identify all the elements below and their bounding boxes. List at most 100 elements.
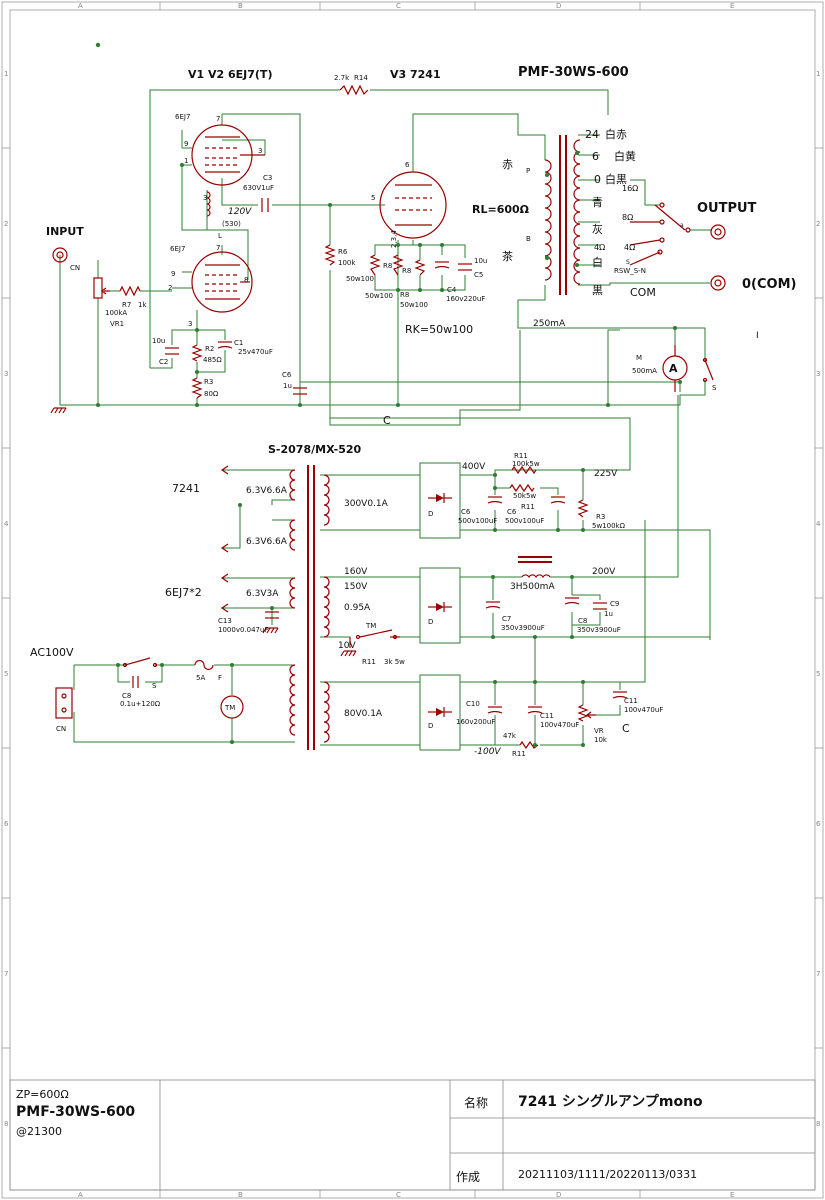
rect-d3-label: D [428, 722, 433, 730]
v2-pin9: 9 [171, 270, 175, 278]
r11c-value: 3k 5w [384, 658, 405, 666]
vr1-value: 100kA [105, 309, 127, 317]
resistor-r3 [191, 377, 203, 399]
output-jack[interactable] [710, 224, 726, 240]
r11b-label: R11 [521, 503, 535, 511]
com-jack[interactable] [710, 275, 726, 291]
c4-value: 160v220uF [446, 295, 485, 303]
current-250ma: 250mA [533, 319, 566, 329]
c5-label: C5 [474, 271, 483, 279]
capacitor-c10 [487, 706, 503, 714]
primary-red: 赤 [502, 158, 513, 171]
tap-white-red: 白赤 [605, 127, 627, 141]
c11a-value: 100v470uF [540, 721, 579, 729]
sec-gray: 灰 [592, 222, 603, 236]
ohm-4-b: 4Ω [624, 243, 635, 252]
r2-label: R2 [205, 345, 214, 353]
zp-label: ZP=600Ω [16, 1088, 69, 1101]
v2-pin7: 7 [216, 244, 220, 252]
v3-pin6: 6 [405, 161, 410, 169]
capacitor-c1 [217, 341, 233, 349]
vr-value: 10k [594, 736, 608, 744]
meter-a: A [669, 362, 678, 375]
r8b-label: R8 [402, 267, 411, 275]
ac-title: AC100V [30, 646, 74, 659]
meter-switch-s: S [712, 384, 717, 392]
heater-arrow [220, 465, 229, 475]
junction-dots [95, 42, 682, 747]
frame-col-d: D [556, 2, 561, 10]
sec-10v: 10V [338, 641, 356, 651]
v200-label: 200V [592, 567, 616, 577]
amp-wiring [59, 89, 712, 426]
choke-label: 3H500mA [510, 582, 555, 592]
v3-title: V3 7241 [390, 68, 441, 81]
sec-black: 黒 [592, 284, 603, 297]
c3-label: C3 [263, 174, 272, 182]
r3-value: 80Ω [204, 390, 219, 398]
v1-pin3: 3 [258, 147, 262, 155]
psu-wiring [73, 395, 711, 746]
r3-psu-label: R3 [596, 513, 605, 521]
meter-m: M [636, 354, 642, 362]
v400-label: 400V [462, 462, 486, 472]
c1-value: 25v470uF [238, 348, 273, 356]
rect-d2-label: D [428, 618, 433, 626]
diode-icon [436, 494, 444, 716]
c2-label: C2 [159, 358, 168, 366]
frame-col-b: B [238, 1191, 243, 1199]
r47k-label: 47k [503, 732, 517, 740]
choke-inductor [518, 556, 552, 579]
r8c-value: 50w100 [400, 301, 428, 309]
potentiometer-vr1[interactable] [93, 277, 110, 299]
pin-label-3b: 3 [203, 194, 207, 202]
heater-2: 6.3V6.6A [246, 537, 288, 547]
r7-value: 1k [138, 301, 147, 309]
heater-arrow [220, 603, 229, 613]
meter-value: 500mA [632, 367, 657, 375]
power-transformer [289, 465, 330, 750]
c6a-label: C6 [461, 508, 471, 516]
c13-value: 1000v0.047uF [218, 626, 268, 634]
switch-a: a [680, 222, 684, 229]
ohm-8: 8Ω [622, 213, 633, 222]
frame-col-a: A [78, 1191, 83, 1199]
r11d-label: R11 [512, 750, 526, 758]
c-node-psu: C [622, 722, 630, 735]
capacitor-c13 [265, 611, 279, 619]
c8-label: C8 [578, 617, 587, 625]
capacitor-c8 [564, 597, 580, 605]
heater-3: 6.3V3A [246, 589, 279, 599]
potentiometer-vr[interactable] [577, 704, 596, 722]
c13-label: C13 [218, 617, 232, 625]
v2-pin3: 3 [188, 320, 192, 328]
sec-150v: 150V [344, 582, 368, 592]
c10-value: 160v200uF [456, 718, 495, 726]
ohm-16: 16Ω [622, 184, 638, 193]
input-jack[interactable] [52, 247, 68, 263]
frame-row-2: 2 [4, 220, 8, 228]
meter-switch[interactable] [702, 357, 714, 383]
fuse-label: F [218, 674, 222, 682]
components [50, 84, 726, 751]
r11a-value: 100k5w [512, 460, 540, 468]
frame-row-8: 8 [4, 1120, 8, 1128]
frame-col-b: B [238, 2, 243, 10]
r8d-value: 50w100 [365, 292, 393, 300]
c1-label: C1 [234, 339, 243, 347]
tm-switch[interactable] [355, 629, 401, 640]
tm-label: TM [365, 622, 376, 630]
power-switch[interactable] [122, 657, 158, 668]
resistor-r8-c [414, 259, 426, 276]
c2-value: 10u [152, 337, 165, 345]
tap-white-black: 白黒 [605, 172, 627, 186]
c8s-value: 0.1u+120Ω [120, 700, 161, 708]
output-selector-switch[interactable] [629, 202, 691, 266]
frame-row-5: 5 [816, 670, 820, 678]
c3-value: 630V1uF [243, 184, 274, 192]
v1v2-title: V1 V2 6EJ7(T) [188, 68, 272, 81]
v3-pin5: 5 [371, 194, 375, 202]
name-field-label: 名称 [464, 1096, 489, 1110]
